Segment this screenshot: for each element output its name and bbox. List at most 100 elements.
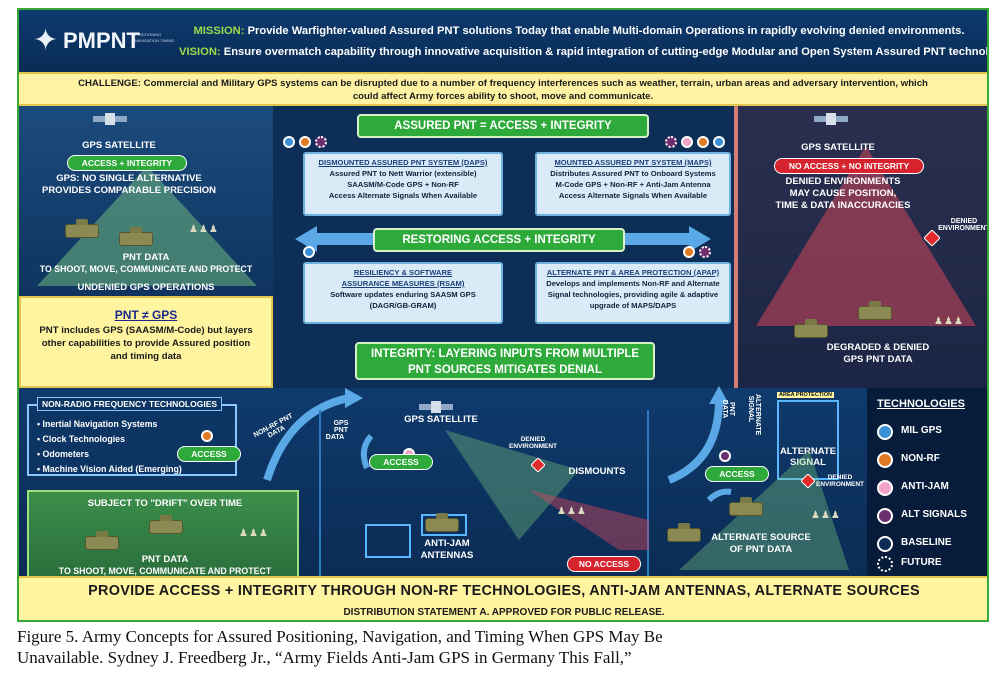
pnt-gps-body: PNT includes GPS (SAASM/M-Code) but laye… [21,324,271,363]
access-pill: ACCESS [705,466,769,482]
list-item: • Machine Vision Aided (Emerging) [37,464,182,474]
dismounts-section: GPS PNT DATA GPS SATELLITE ACCESS DENIED… [319,401,649,578]
mil-gps-dot [303,246,315,258]
non-rf-dot [683,246,695,258]
integrity-banner: INTEGRITY: LAYERING INPUTS FROM MULTIPLE… [355,342,655,380]
gps-satellite-label: GPS SATELLITE [801,142,875,153]
jammer-diamond-icon [924,230,940,246]
vehicle-icon [149,515,183,534]
rsam-box: RESILIENCY & SOFTWARE ASSURANCE MEASURES… [303,262,503,324]
soldiers-icon: ♟♟♟ [239,528,269,539]
vision-statement: VISION: Ensure overmatch capability thro… [179,46,987,58]
denied-line1: DENIED ENVIRONMENTS [785,176,901,187]
gps-satellite-label: GPS SATELLITE [404,414,478,425]
pnt-gps-line1: PNT includes GPS (SAASM/M-Code) but laye… [39,325,253,336]
maps-line1: Distributes Assured PNT to Onboard Syste… [550,169,716,178]
logo-subtitle: POSITIONING NAVIGATION TIMING [135,32,175,43]
anti-jam-label: ANTI-JAM [424,538,470,549]
pnt-data-label: PNT DATA [122,252,170,263]
legend-label: MIL GPS [901,425,942,436]
header: ✦ PMPNT POSITIONING NAVIGATION TIMING MI… [19,10,987,72]
mil-gps-dot [877,424,893,440]
vehicle-icon [425,513,459,532]
dismount-beams [445,430,649,550]
non-rf-dot [299,136,311,148]
denied-environment-label: DENIED ENVIRONMENT [938,218,989,232]
alternate-signal-arrow-label: ALTERNATE SIGNAL [747,394,761,436]
daps-title: DISMOUNTED ASSURED PNT SYSTEM (DAPS) [318,158,488,167]
legend-label: ALT SIGNALS [901,509,967,520]
apap-line1: Develops and implements Non-RF and Alter… [546,279,720,288]
soldiers-icon: ♟♟♟ [557,506,587,517]
caption-line2: Unavailable. Sydney J. Freedberg Jr., “A… [17,648,632,667]
technologies-title: TECHNOLOGIES [877,398,966,410]
vision-text: Ensure overmatch capability through inno… [223,46,989,58]
no-access-pill: NO ACCESS [567,556,641,572]
non-rf-dot [201,430,213,442]
maps-line3: Access Alternate Signals When Available [558,191,708,200]
rsam-title: RESILIENCY & SOFTWARE [353,268,453,277]
non-rf-dot [697,136,709,148]
alternate-signal-label: ALTERNATE SIGNAL [779,446,837,468]
apap-title: ALTERNATE PNT & AREA PROTECTION (APAP) [546,268,720,277]
list-item: • Clock Technologies [37,434,125,444]
alt-signals-dot [699,246,711,258]
challenge-line2: could affect Army forces ability to shoo… [352,91,654,102]
artillery-icon [65,219,99,238]
denied-environment-label: DENIED ENVIRONMENT [508,436,558,450]
drift-desc: TO SHOOT, MOVE, COMMUNICATE AND PROTECT [58,566,272,576]
antenna-box [365,524,411,558]
drift-pnt-data: PNT DATA [141,554,189,565]
pmpnt-logo: ✦ PMPNT POSITIONING NAVIGATION TIMING [27,18,177,64]
dismounts-label: DISMOUNTS [568,466,626,477]
mission-statement: MISSION: Provide Warfighter-valued Assur… [179,25,979,37]
legend-label: NON-RF [901,453,940,464]
caption-line1: Figure 5. Army Concepts for Assured Posi… [17,627,663,646]
degraded-label2: GPS PNT DATA [843,354,913,365]
alt-signals-dot [665,136,677,148]
pnt-gps-title: PNT ≠ GPS [114,308,178,322]
artillery-icon [85,531,119,550]
provide-banner: PROVIDE ACCESS + INTEGRITY THROUGH NON-R… [19,576,987,604]
access-integrity-pill: ACCESS + INTEGRITY [67,155,187,171]
restoring-banner: RESTORING ACCESS + INTEGRITY [373,228,625,252]
alt-signals-dot [877,508,893,524]
alt-signals-dot [719,450,731,462]
pnt-not-gps-box: PNT ≠ GPS PNT includes GPS (SAASM/M-Code… [19,296,273,388]
logo-text: PMPNT [63,28,140,53]
degraded-beam [756,146,976,326]
center-panel: ASSURED PNT = ACCESS + INTEGRITY DISMOUN… [273,106,734,388]
daps-line2: SAASM/M-Code GPS + Non-RF [347,180,459,189]
maps-box: MOUNTED ASSURED PNT SYSTEM (MAPS) Distri… [535,152,731,216]
legend-label: FUTURE [901,557,942,568]
pnt-data-label: PNT DATA [721,399,735,419]
compass-star-icon: ✦ [33,24,59,57]
undenied-gps-panel: GPS SATELLITE ACCESS + INTEGRITY GPS: NO… [19,106,273,296]
degraded-label1: DEGRADED & DENIED [826,342,930,353]
rsam-line1: Software updates enduring SAASM GPS [330,290,476,299]
access-pill: ACCESS [177,446,241,462]
denied-line3: TIME & DATA INACCURACIES [775,200,911,211]
figure-caption: Figure 5. Army Concepts for Assured Posi… [17,626,987,668]
bottom-section: NON-RADIO FREQUENCY TECHNOLOGIES • Inert… [19,386,987,578]
assured-pnt-banner: ASSURED PNT = ACCESS + INTEGRITY [357,114,649,138]
pnt-data-desc: TO SHOOT, MOVE, COMMUNICATE AND PROTECT [39,264,253,274]
infographic-frame: ✦ PMPNT POSITIONING NAVIGATION TIMING MI… [17,8,989,622]
jammer-diamond-icon [801,474,815,488]
integrity-line1: INTEGRITY: LAYERING INPUTS FROM MULTIPLE [370,348,640,360]
pnt-gps-line3: and timing data [110,351,182,362]
integrity-line2: PNT SOURCES MITIGATES DENIAL [407,364,603,376]
maps-title: MOUNTED ASSURED PNT SYSTEM (MAPS) [554,158,712,167]
daps-line1: Assured PNT to Nett Warrior (extensible) [329,169,477,178]
maps-line2: M-Code GPS + Non-RF + Anti-Jam Antenna [555,180,711,189]
comparable-precision: PROVIDES COMPARABLE PRECISION [41,185,216,196]
data-label: DATA [325,434,345,441]
artillery-icon [794,319,828,338]
drift-box: SUBJECT TO "DRIFT" OVER TIME ♟♟♟ PNT DAT… [27,490,299,578]
technologies-legend: TECHNOLOGIES MIL GPS NON-RF ANTI-JAM ALT… [867,388,987,576]
anti-jam-dot [681,136,693,148]
soldiers-icon: ♟♟♟ [811,510,841,521]
mil-gps-dot [283,136,295,148]
mil-gps-dot [713,136,725,148]
challenge-key: CHALLENGE: [78,78,141,89]
